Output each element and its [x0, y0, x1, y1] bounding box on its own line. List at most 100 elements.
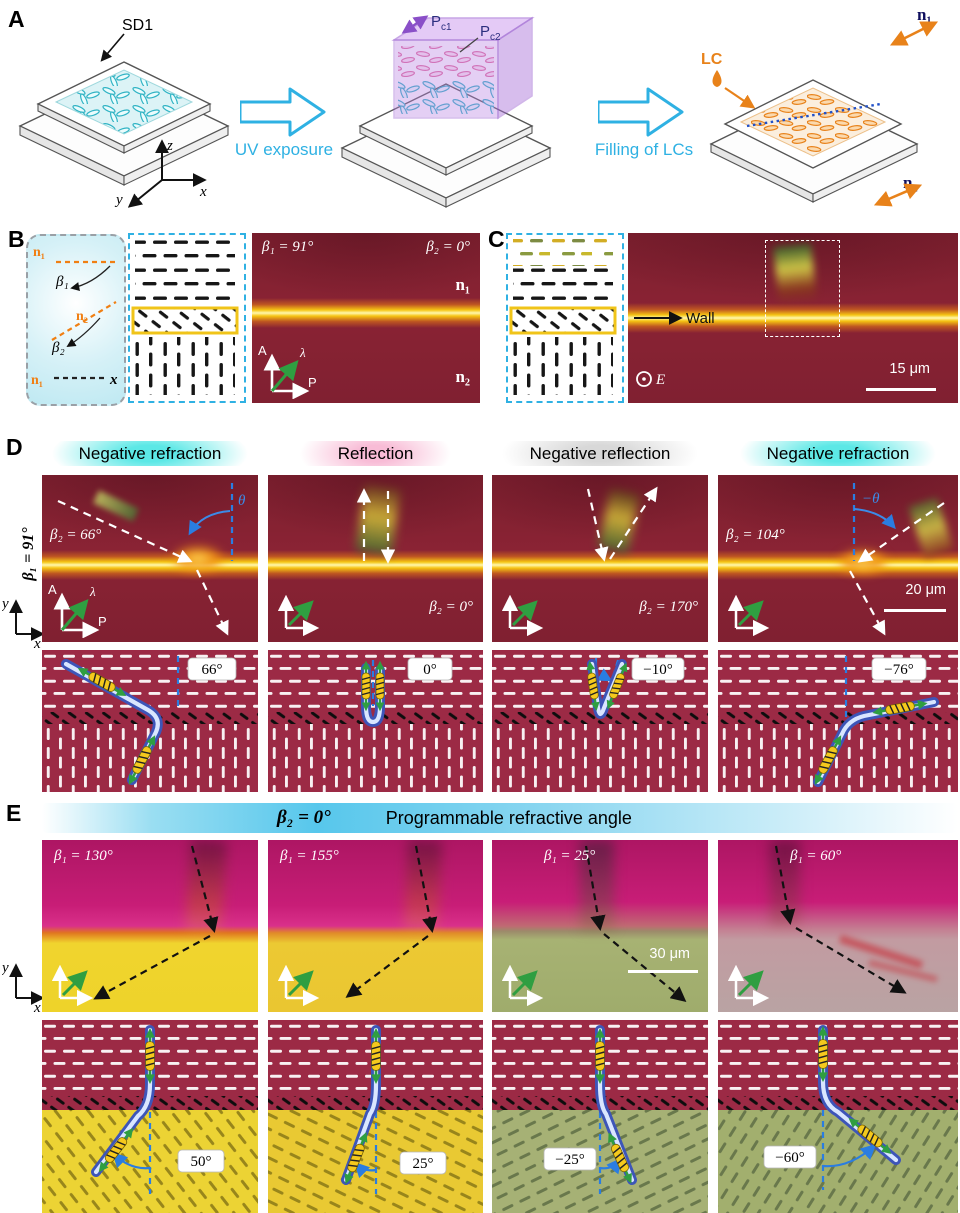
wall-director-row	[131, 306, 239, 335]
header-negative-reflection: Negative reflection	[502, 441, 698, 466]
angle-label-box: −10°	[631, 657, 685, 681]
micrograph-e2: β₁ = 155°	[268, 840, 483, 1012]
sd1-callout: SD1	[100, 17, 153, 62]
polarizer-axes-icon	[498, 588, 548, 636]
micrograph-e1: β₁ = 130°	[42, 840, 258, 1012]
n1-bottom-label: n₁	[31, 373, 43, 388]
micrograph-d1: θ β₂ = 66° A λ P	[42, 475, 258, 642]
n2-region-label: n₂	[455, 367, 470, 386]
refracted-beam-arrow	[93, 935, 211, 1000]
beta2-value: β₂ = 66°	[50, 527, 102, 543]
wall-directors	[42, 712, 258, 724]
beam-core	[815, 699, 937, 785]
n1-director: n₁	[889, 5, 939, 46]
scale-text: 15 μm	[889, 361, 930, 377]
beam-core	[820, 1027, 899, 1163]
angle-label-box: 50°	[177, 1149, 225, 1173]
schematic-lc-cell: LC n₁ n₂	[701, 5, 939, 207]
polarizer-label: P	[98, 614, 107, 629]
beta1-label: β₁	[55, 274, 69, 290]
beam-core	[93, 1027, 153, 1175]
sd1-label: SD1	[122, 17, 153, 34]
reoriented-director-rows	[513, 238, 613, 266]
beta1-value: β₁ = 25°	[544, 848, 596, 864]
beta1-value: β₁ = 155°	[280, 848, 339, 864]
micrograph-e3: β₁ = 25° 30 μm	[492, 840, 708, 1012]
block-arrow-icon	[598, 87, 684, 137]
theta-label: −θ	[862, 491, 880, 507]
pc1-callout: P c1	[401, 13, 452, 34]
diagram-d1: 66°	[42, 650, 258, 792]
header-negative-refraction-1: Negative refraction	[52, 441, 248, 466]
schematic-uv-mask: P c1 P c2	[340, 13, 552, 208]
svg-text:0°: 0°	[423, 662, 437, 678]
micrograph-d4: −θ β₂ = 104° 20 μm	[718, 475, 958, 642]
micrograph-d2: β₂ = 0°	[268, 475, 483, 642]
svg-text:−10°: −10°	[643, 662, 672, 678]
n1-region-label: n₁	[455, 275, 470, 294]
director-field-column-b	[128, 233, 246, 403]
schematic-cell-sd1: SD1 z x y	[18, 17, 230, 208]
beta1-value: β₁ = 60°	[790, 848, 842, 864]
xyz-axes: z x y	[114, 138, 207, 208]
e-field-icon: E	[636, 371, 665, 388]
top-director-field	[718, 1020, 958, 1096]
polarizer-axes-icon: A λ P	[48, 582, 107, 638]
beam-core	[343, 1027, 379, 1183]
x-axis-label: x	[33, 636, 41, 650]
diagram-d3: −10°	[492, 650, 708, 792]
beta2-value: β₂ = 0°	[429, 599, 473, 615]
lc-wall	[252, 298, 480, 328]
polarizer-axes-icon	[498, 958, 548, 1006]
z-axis-label: z	[166, 138, 173, 154]
lambda-label: λ	[89, 584, 96, 599]
bottom-director-field	[268, 724, 483, 792]
beta2-value: β₂ = 104°	[726, 527, 785, 543]
scale-bar	[628, 970, 698, 973]
beta2-value: β₂ = 170°	[639, 599, 698, 615]
diagram-d2: 0°	[268, 650, 483, 792]
header-negative-refraction-2: Negative refraction	[740, 441, 936, 466]
polarizer-axes-icon	[48, 958, 98, 1006]
lc-molecules	[739, 87, 887, 157]
glass-cell	[18, 61, 230, 186]
incident-beam-arrow	[414, 845, 438, 934]
x-axis-label: x	[33, 1000, 41, 1014]
polarizer-axes-icon: A λ P	[258, 343, 317, 399]
process-arrow-uv	[240, 87, 326, 137]
wall-directors	[718, 1096, 958, 1110]
angle-label-box: 0°	[407, 657, 453, 681]
angle-label-box: −60°	[763, 1145, 817, 1169]
wave-polarization-icon	[593, 1026, 607, 1086]
director-field-column-c	[506, 233, 624, 403]
incident-beam-arrow	[586, 488, 609, 562]
y-axis-label: y	[2, 596, 9, 612]
banner-text: Programmable refractive angle	[385, 807, 632, 828]
panel-c-label: C	[488, 226, 505, 252]
top-director-field	[513, 268, 613, 303]
theta-label: θ	[238, 493, 246, 509]
e-field-label: E	[655, 372, 665, 388]
y-axis-label: y	[114, 192, 123, 208]
panel-a-label: A	[8, 6, 25, 32]
micrograph-d3: β₂ = 170°	[492, 475, 708, 642]
wave-polarization-icon	[369, 1026, 383, 1086]
diagram-e4: −60°	[718, 1020, 958, 1213]
wall-dotted-line	[746, 102, 882, 128]
top-director-field	[135, 239, 235, 303]
n1-label: n₁	[917, 5, 932, 24]
svg-text:−76°: −76°	[884, 662, 913, 678]
panel-b-label: B	[8, 226, 25, 252]
incident-beam-arrow	[57, 499, 193, 563]
diagram-d4: −76°	[718, 650, 958, 792]
svg-text:−60°: −60°	[775, 1150, 804, 1166]
beam-core	[597, 1027, 635, 1183]
angle-label-box: −25°	[543, 1147, 597, 1171]
wall-directors	[718, 712, 958, 724]
n2-double-arrow	[873, 183, 923, 207]
analyzer-label: A	[258, 343, 267, 358]
refracted-beam-arrow	[849, 570, 886, 636]
filling-lcs-label: Filling of LCs	[594, 140, 694, 159]
beta2-banner-value: β₂ = 0°	[277, 807, 331, 828]
micrograph-b: β₁ = 91° β₂ = 0° n₁ n₂ A λ P	[252, 233, 480, 403]
